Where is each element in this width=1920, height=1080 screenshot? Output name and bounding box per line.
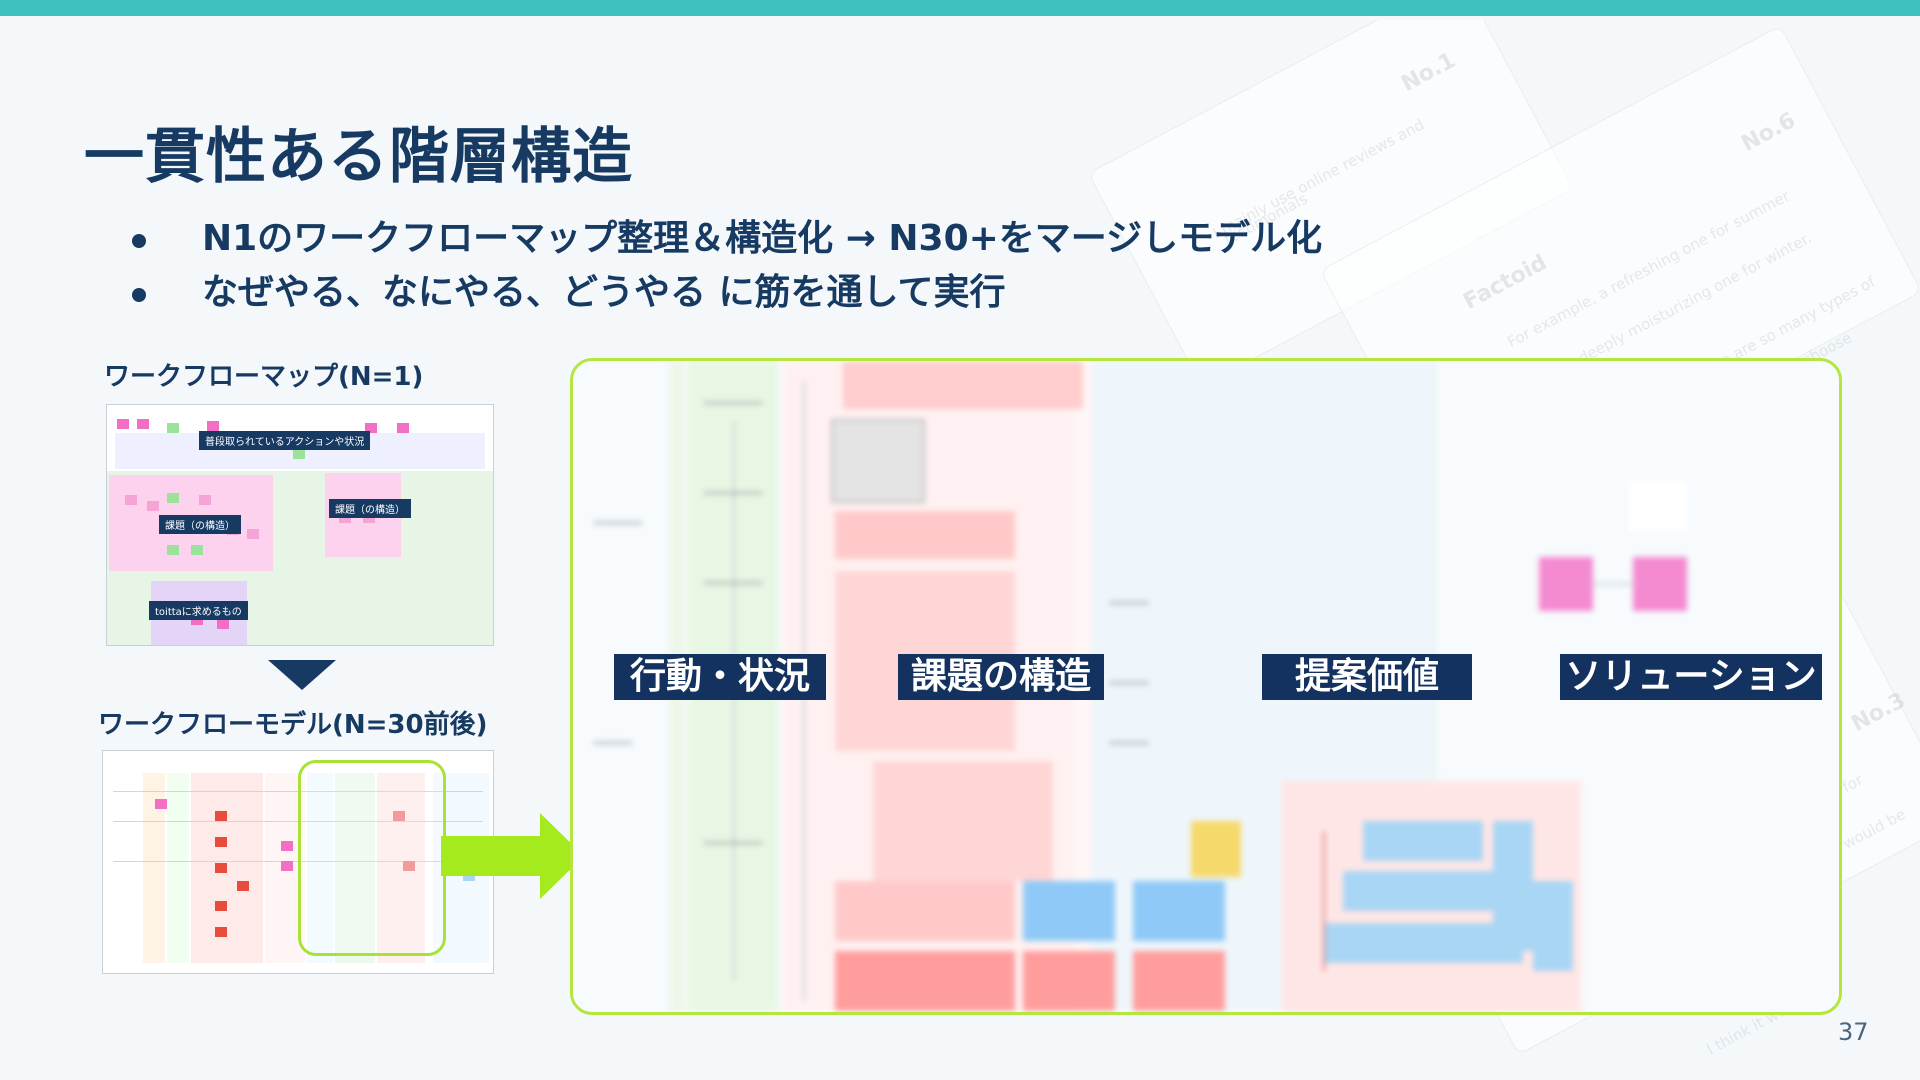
deco-label: No.3 xyxy=(1847,688,1910,737)
preview-block xyxy=(873,761,1053,881)
stage-label-value-proposition: 提案価値 xyxy=(1262,654,1472,700)
page-number: 37 xyxy=(1838,1018,1869,1046)
preview-block xyxy=(1191,821,1241,877)
preview-block xyxy=(1629,481,1687,531)
preview-block xyxy=(1633,557,1687,611)
sticky-note xyxy=(215,863,227,873)
workflow-map-thumbnail: 普段取られているアクションや状況 課題（の構造） 課題（の構造） toittaに… xyxy=(106,404,494,646)
stage-label-solution: ソリューション xyxy=(1560,654,1822,700)
sticky-note xyxy=(397,423,409,433)
preview-block xyxy=(1533,881,1573,971)
bullet-text: N1のワークフローマップ整理＆構造化 → N30+をマージしモデル化 xyxy=(202,218,1323,259)
map-tag-issue-structure: 課題（の構造） xyxy=(159,515,241,534)
arrow-right-icon xyxy=(441,836,541,876)
sticky-note xyxy=(217,619,229,629)
sticky-note xyxy=(363,513,375,523)
page-title: 一貫性ある階層構造 xyxy=(84,122,633,192)
preview-block xyxy=(1023,951,1115,1011)
deco-card xyxy=(1087,20,1575,387)
sticky-note xyxy=(191,545,203,555)
map-tag-issue-structure: 課題（の構造） xyxy=(329,499,411,518)
preview-text xyxy=(593,521,643,525)
preview-text xyxy=(703,581,763,585)
sticky-note xyxy=(247,529,259,539)
preview-block xyxy=(835,951,1015,1011)
sticky-note xyxy=(403,861,415,871)
workflow-map-label: ワークフローマップ(N=1) xyxy=(104,362,424,392)
sticky-note xyxy=(155,799,167,809)
preview-block xyxy=(835,881,1015,941)
map-tag-expectations: toittaに求めるもの xyxy=(149,601,248,620)
deco-label: No.1 xyxy=(1397,48,1460,97)
model-column xyxy=(335,773,375,963)
sticky-note xyxy=(237,881,249,891)
preview-block xyxy=(1133,951,1225,1011)
preview-block xyxy=(831,419,925,503)
sticky-note xyxy=(199,495,211,505)
preview-block xyxy=(1023,881,1115,941)
sticky-note xyxy=(215,837,227,847)
sticky-note xyxy=(191,615,203,625)
sticky-note xyxy=(137,419,149,429)
bullet-dot-icon xyxy=(132,234,146,248)
stage-label-behavior: 行動・状況 xyxy=(614,654,826,700)
sticky-note xyxy=(365,423,377,433)
preview-block xyxy=(843,361,1083,409)
preview-connector xyxy=(1591,583,1635,585)
sticky-note xyxy=(463,871,475,881)
preview-text xyxy=(1109,601,1149,605)
preview-block xyxy=(1363,821,1483,861)
model-zoom-highlight xyxy=(298,760,446,956)
sticky-note xyxy=(147,501,159,511)
sticky-note xyxy=(117,419,129,429)
sticky-note xyxy=(281,841,293,851)
model-column xyxy=(307,773,333,963)
model-column xyxy=(143,773,165,963)
preview-text xyxy=(593,741,633,745)
sticky-note xyxy=(215,901,227,911)
sticky-note xyxy=(215,811,227,821)
stage-label-issue-structure: 課題の構造 xyxy=(898,654,1104,700)
preview-block xyxy=(1493,821,1533,951)
preview-text xyxy=(703,491,763,495)
deco-label: No.6 xyxy=(1737,108,1800,157)
bullet-list: N1のワークフローマップ整理＆構造化 → N30+をマージしモデル化 なぜやる、… xyxy=(132,212,1322,320)
deco-snippet: would be xyxy=(1839,805,1909,853)
sticky-note xyxy=(215,927,227,937)
sticky-note xyxy=(167,493,179,503)
map-tag-actions: 普段取られているアクションや状況 xyxy=(199,431,371,450)
bullet-item: なぜやる、なにやる、どうやる に筋を通して実行 xyxy=(132,266,1322,320)
sticky-note xyxy=(125,495,137,505)
sticky-note xyxy=(281,861,293,871)
model-column xyxy=(167,773,189,963)
preview-text xyxy=(1109,741,1149,745)
sticky-note xyxy=(393,811,405,821)
deco-label: Factoid xyxy=(1459,250,1552,315)
sticky-note xyxy=(293,449,305,459)
model-column xyxy=(191,773,263,963)
preview-text xyxy=(703,841,763,845)
top-accent-bar xyxy=(0,0,1920,16)
bullet-item: N1のワークフローマップ整理＆構造化 → N30+をマージしモデル化 xyxy=(132,212,1322,266)
preview-connector xyxy=(733,421,735,981)
preview-block xyxy=(1323,923,1523,963)
workflow-model-label: ワークフローモデル(N=30前後) xyxy=(98,710,488,740)
triangle-down-icon xyxy=(268,660,336,690)
bullet-dot-icon xyxy=(132,288,146,302)
sticky-note xyxy=(339,513,351,523)
sticky-note xyxy=(207,421,219,431)
model-column xyxy=(377,773,425,963)
model-column xyxy=(117,773,139,963)
sticky-note xyxy=(167,423,179,433)
preview-block xyxy=(1539,557,1593,611)
sticky-note xyxy=(167,545,179,555)
preview-block xyxy=(835,511,1015,559)
bullet-text: なぜやる、なにやる、どうやる に筋を通して実行 xyxy=(202,272,1006,313)
preview-connector xyxy=(1323,831,1325,971)
preview-block xyxy=(1343,871,1503,911)
preview-text xyxy=(1109,681,1149,685)
preview-block xyxy=(1133,881,1225,941)
preview-text xyxy=(703,401,763,405)
deco-snippet: For example, a refreshing one for summer xyxy=(1504,186,1793,352)
